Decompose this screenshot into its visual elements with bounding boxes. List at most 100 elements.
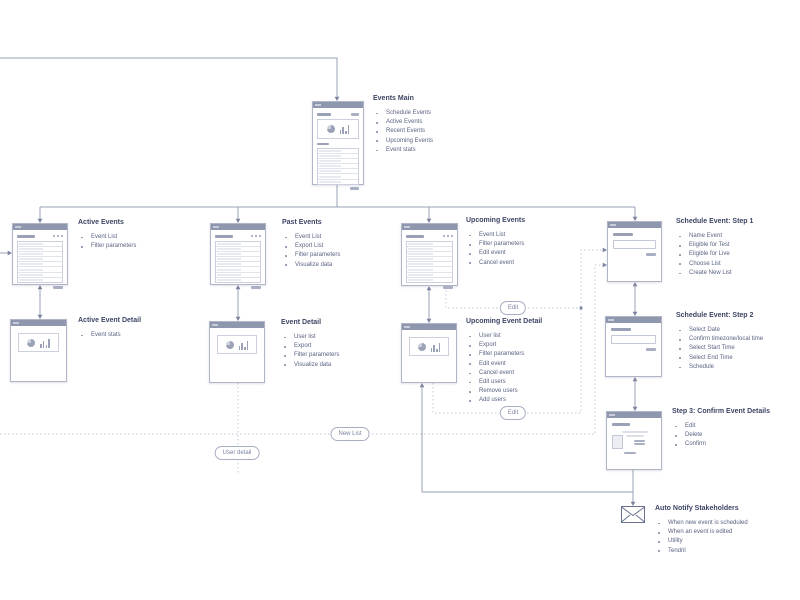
list-row [18, 241, 62, 247]
list-row [18, 272, 62, 278]
node-annotation-events-main: Events Main Schedule Events Active Event… [373, 95, 491, 155]
bar-chart-icon [430, 342, 441, 352]
list-row [216, 257, 260, 263]
bullet-item: Create New List [676, 269, 794, 278]
window-menu-dots-icon [443, 235, 453, 238]
wireframe-label [612, 423, 630, 426]
node-title: Step 3: Confirm Event Details [672, 408, 771, 415]
bullet-item: Choose List [676, 260, 794, 269]
wireframe-line [622, 430, 648, 433]
window-titlebar [607, 412, 661, 418]
bar-chart-icon [238, 340, 249, 350]
pie-chart-icon [326, 124, 335, 133]
bullet-item: When an event is edited [655, 528, 773, 537]
bullet-item: Event List [282, 233, 400, 242]
wireframe-window-upcoming-event-detail [401, 323, 457, 383]
wireframe-input [613, 239, 656, 249]
node-bullet-list: Event List Filter parameters [78, 233, 196, 251]
bullet-item: Visualize data [281, 361, 399, 370]
wireframe-label [406, 235, 424, 238]
list-row [318, 169, 358, 175]
node-bullet-list: Event List Export List Filter parameters… [282, 233, 400, 270]
node-title: Event Detail [281, 319, 322, 326]
bullet-item: Event List [466, 231, 584, 240]
wireframe-window-schedule-step-2 [605, 316, 662, 377]
list-row [318, 179, 358, 184]
list-row [18, 257, 62, 263]
list-row [318, 164, 358, 170]
bullet-item: Eligible for Live [676, 250, 794, 259]
list-row [407, 277, 452, 282]
node-bullet-list: Edit Delete Confirm [672, 422, 790, 450]
bullet-item: Edit [672, 422, 790, 431]
bullet-item: Cancel event [466, 369, 584, 378]
window-titlebar [313, 102, 363, 108]
bullet-item: Edit users [466, 378, 584, 387]
bullet-item: Edit event [466, 360, 584, 369]
envelope-icon [621, 506, 645, 523]
wireframe-button [624, 451, 636, 454]
bullet-item: Active Events [373, 118, 491, 127]
node-annotation-active-event-detail: Active Event Detail Event stats [78, 317, 196, 340]
node-bullet-list: Event List Filter parameters Edit event … [466, 231, 584, 268]
wireframe-button [646, 252, 656, 256]
list-row [216, 277, 260, 282]
window-titlebar [402, 224, 457, 230]
list-row [318, 148, 358, 154]
node-title: Events Main [373, 95, 414, 102]
pie-chart-icon [27, 338, 36, 347]
bullet-item: Filter parameters [466, 240, 584, 249]
window-menu-dots-icon [53, 235, 63, 238]
node-title: Auto Notify Stakeholders [655, 505, 739, 512]
node-title: Upcoming Events [466, 217, 526, 224]
wireframe-label [613, 233, 633, 236]
bullet-item: Event stats [373, 146, 491, 155]
bullet-item: Remove users [466, 387, 584, 396]
bullet-item: When new event is scheduled [655, 519, 773, 528]
node-bullet-list: Schedule Events Active Events Recent Eve… [373, 109, 491, 155]
wireframe-section-label [317, 142, 329, 145]
connector-label-user-detail: User detail [214, 446, 260, 460]
list-row [407, 267, 452, 273]
bullet-item: Select Date [676, 326, 794, 335]
wireframe-window-upcoming-events [401, 223, 458, 289]
wireframe-button [443, 285, 453, 289]
bullet-item: Confirm [672, 440, 790, 449]
list-row [18, 277, 62, 282]
wireframe-button [351, 113, 359, 116]
wireframe-list [317, 147, 359, 185]
node-bullet-list: When new event is scheduled When an even… [655, 519, 773, 556]
list-row [18, 251, 62, 258]
bullet-item: Cancel event [466, 259, 584, 268]
node-bullet-list: Select Date Confirm timezone/local time … [676, 326, 794, 372]
list-row [318, 174, 358, 180]
connector-label-new-list: New List [330, 427, 370, 441]
node-title: Schedule Event: Step 2 [676, 312, 754, 319]
bullet-item: Delete [672, 431, 790, 440]
bullet-item: Edit event [466, 249, 584, 258]
bullet-item: Schedule [676, 363, 794, 372]
wireframe-line [626, 434, 644, 437]
node-annotation-past-events: Past Events Event List Export List Filte… [282, 219, 400, 270]
wireframe-label [215, 235, 233, 238]
wireframe-label [17, 235, 35, 238]
bullet-item: Tendril [655, 547, 773, 556]
bullet-item: Visualize data [282, 261, 400, 270]
node-bullet-list: Event stats [78, 331, 196, 340]
bullet-item: Name Event [676, 232, 794, 241]
list-row [216, 262, 260, 268]
bullet-item: Recent Events [373, 127, 491, 136]
document-icon [612, 434, 623, 449]
bullet-item: Schedule Events [373, 109, 491, 118]
window-titlebar [402, 324, 456, 330]
node-bullet-list: User list Export Filter parameters Visua… [281, 333, 399, 370]
list-row [407, 251, 452, 258]
wireframe-window-step-3-confirm [606, 411, 662, 470]
node-annotation-schedule-step-1: Schedule Event: Step 1 Name Event Eligib… [676, 218, 794, 278]
window-titlebar [211, 224, 265, 230]
bullet-item: Select Start Time [676, 344, 794, 353]
bullet-item: Upcoming Events [373, 137, 491, 146]
window-menu-dots-icon [251, 235, 261, 238]
node-bullet-list: User list Export Filter parameters Edit … [466, 332, 584, 406]
